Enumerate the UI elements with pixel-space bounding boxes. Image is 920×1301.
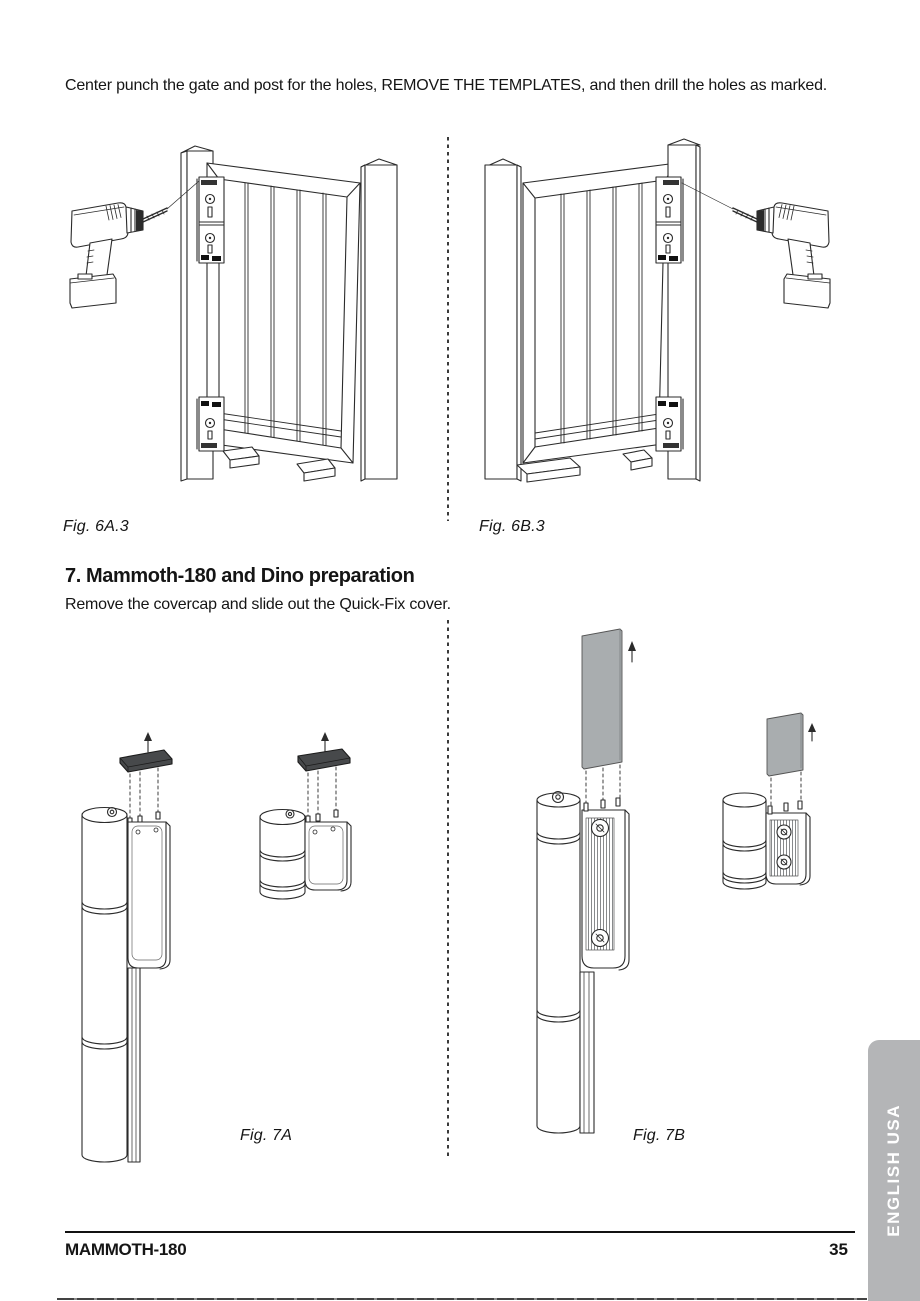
hinge-template-bottom [197, 397, 224, 451]
dashed-divider-bottom [447, 620, 449, 1156]
quick-fix-cover [767, 713, 803, 776]
drill-leader-line [682, 183, 733, 209]
post-cylinder [82, 808, 127, 1163]
hinge-body [305, 822, 351, 891]
hinge-template-bottom [656, 397, 683, 451]
post-cylinder [537, 792, 580, 1133]
dino-hinge [723, 713, 816, 889]
screw [592, 820, 609, 837]
scan-edge-artifact [57, 1298, 867, 1300]
cordless-drill [70, 203, 167, 308]
footer-page-number: 35 [829, 1240, 848, 1259]
gate [523, 163, 677, 463]
covercap [298, 749, 350, 771]
screw [592, 930, 609, 947]
hinge-template-top [197, 177, 224, 263]
fig-6b-caption: Fig. 6B.3 [479, 518, 545, 535]
up-arrow-icon [321, 732, 329, 752]
alignment-dashes [130, 768, 158, 818]
quick-fix-cover [582, 629, 622, 769]
channel-bar [128, 968, 140, 1162]
fig-7b-illustration [500, 610, 840, 1140]
fig-7a-illustration [60, 700, 390, 1170]
up-arrow-icon [808, 723, 816, 741]
fig-6b-illustration [460, 135, 860, 495]
ground-blocks [517, 450, 652, 482]
language-side-tab-label: ENGLISH USA [884, 1104, 903, 1237]
mammoth-hinge [537, 629, 636, 1133]
cordless-drill [733, 203, 830, 308]
ground-blocks [223, 447, 335, 481]
latch-post [485, 159, 521, 481]
section-heading: 7. Mammoth-180 and Dino preparation [65, 564, 415, 587]
section-body: Remove the covercap and slide out the Qu… [65, 596, 451, 613]
language-side-tab: ENGLISH USA [868, 1040, 920, 1301]
drill-leader-line [167, 181, 199, 209]
footer-product-name: MAMMOTH-180 [65, 1240, 187, 1259]
up-arrow-icon [144, 732, 152, 752]
channel-bar [580, 972, 594, 1133]
post-cylinder [723, 793, 766, 889]
screw [777, 825, 791, 839]
dino-hinge [260, 732, 351, 899]
up-arrow-icon [628, 641, 636, 662]
footer-rule [65, 1231, 855, 1233]
hinge-template-top [656, 177, 683, 263]
post-cylinder [260, 810, 305, 900]
dashed-divider-top [447, 137, 449, 521]
fig-7b-caption: Fig. 7B [633, 1127, 686, 1144]
mammoth-hinge [82, 732, 172, 1162]
covercap [120, 750, 172, 772]
hinge-body-open [582, 798, 629, 970]
hinge-body-open [766, 801, 810, 885]
latch-post [361, 159, 397, 481]
fig-7a-caption: Fig. 7A [240, 1127, 293, 1144]
fig-6a-caption: Fig. 6A.3 [63, 518, 129, 535]
screw [777, 855, 791, 869]
alignment-dashes [308, 767, 336, 816]
hinge-body [128, 822, 170, 969]
intro-text: Center punch the gate and post for the h… [65, 77, 828, 94]
fig-6a-illustration [50, 135, 420, 495]
gate [207, 163, 360, 463]
